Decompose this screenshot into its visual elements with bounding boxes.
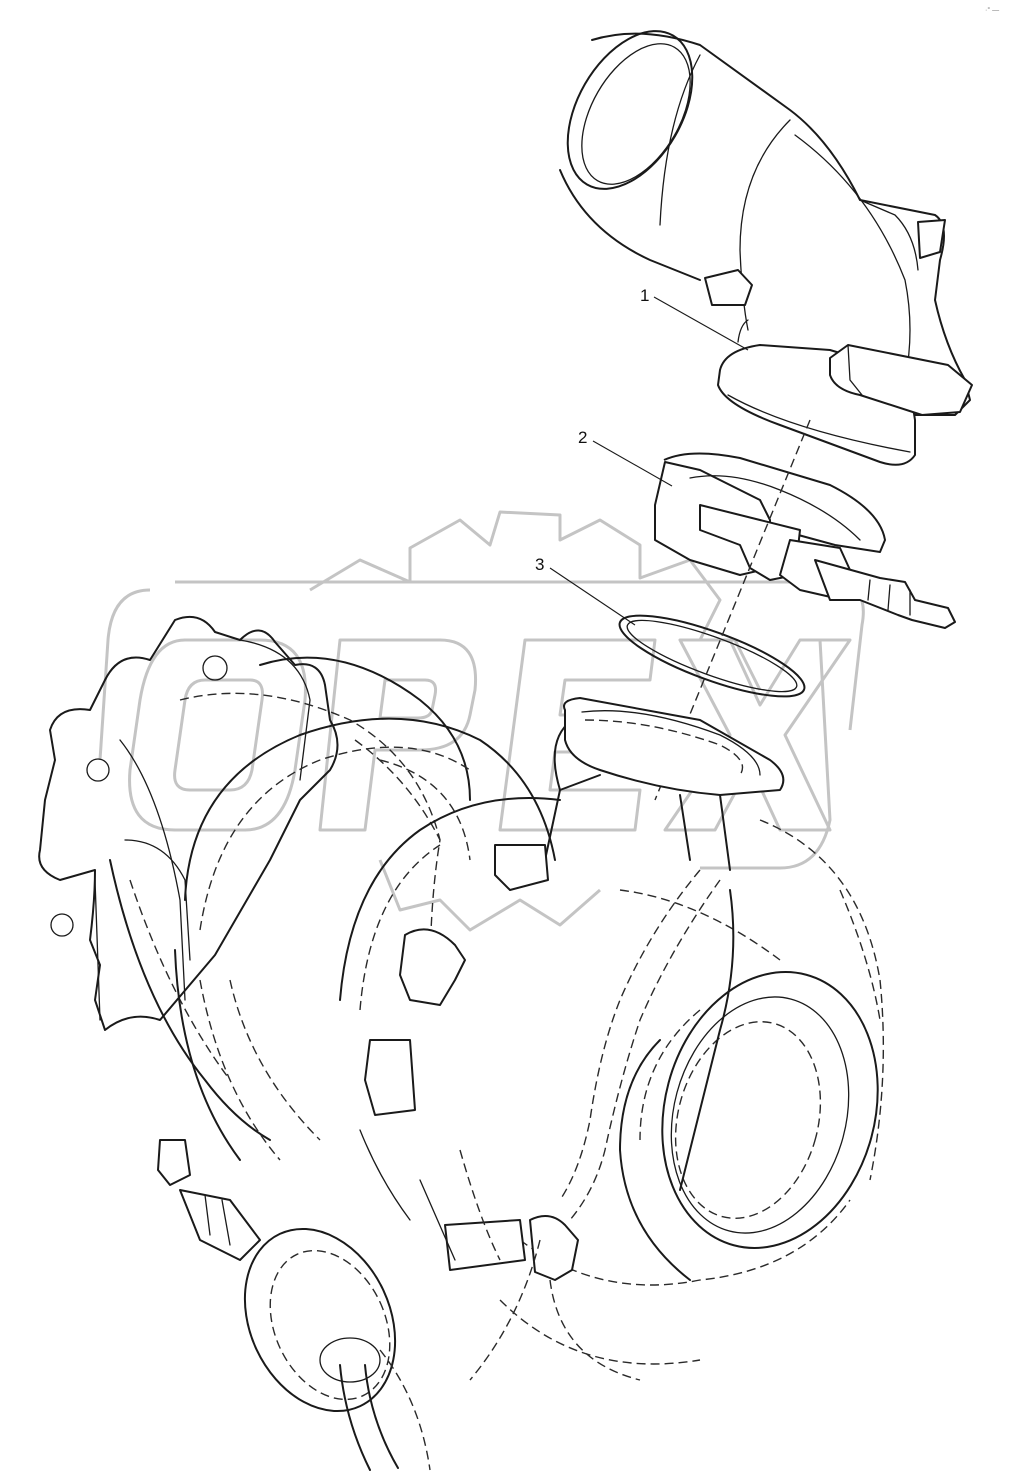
- watermark-logo: [98, 510, 865, 932]
- leader-line-2: [592, 440, 673, 487]
- leader-line-1: [653, 296, 749, 351]
- callout-1-label: 1: [640, 286, 649, 305]
- sealing-ring-icon: [618, 614, 806, 698]
- turbocharger-icon: [38, 616, 885, 1471]
- callout-3-label: 3: [535, 555, 544, 574]
- v-band-clamp-icon: [654, 452, 956, 629]
- corner-mark: ·° —: [985, 6, 999, 14]
- callout-1: 1: [640, 286, 749, 351]
- callout-2: 2: [578, 428, 673, 487]
- elbow-pipe-icon: [559, 30, 973, 466]
- callout-3: 3: [535, 555, 636, 626]
- leader-line-3: [549, 567, 636, 626]
- callout-2-label: 2: [578, 428, 587, 447]
